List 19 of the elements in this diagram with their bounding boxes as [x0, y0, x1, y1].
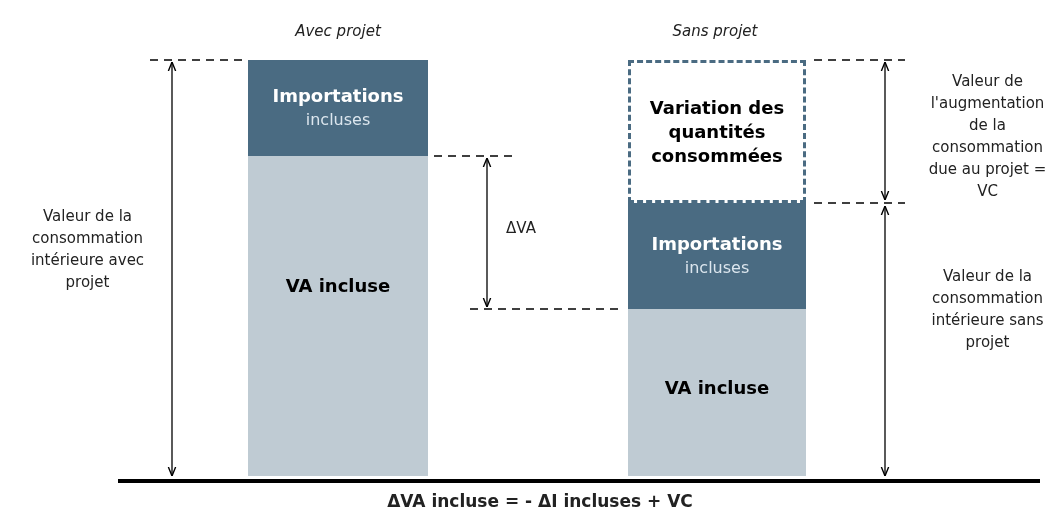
bar-label: VA incluse [664, 375, 770, 400]
bar-segment [628, 203, 806, 309]
bar-sublabel: incluses [684, 257, 750, 279]
dimension-label: Valeur de la consommation intérieure sans projet [930, 266, 1045, 353]
bar-segment [628, 309, 806, 476]
dimension-label: Valeur de l'augmentation de la consommation due au projet = VC [927, 71, 1048, 202]
bar-label: Importations [272, 84, 404, 108]
bar-label: Variation des quantités consommées [648, 95, 786, 168]
dashed-box [628, 60, 806, 203]
bar-segment [248, 156, 428, 476]
formula-caption: ΔVA incluse = - ΔI incluses + VC [386, 490, 694, 512]
dimension-label: Valeur de la consommation intérieure avec projet [29, 206, 146, 293]
bar-label: Importations [651, 232, 783, 256]
bar-label: VA incluse [285, 274, 391, 298]
heading: Avec projet [293, 21, 383, 42]
dimension-label: ΔVA [505, 218, 537, 239]
bar-sublabel: incluses [305, 109, 371, 131]
bar-segment [248, 60, 428, 156]
heading: Sans projet [671, 21, 759, 42]
